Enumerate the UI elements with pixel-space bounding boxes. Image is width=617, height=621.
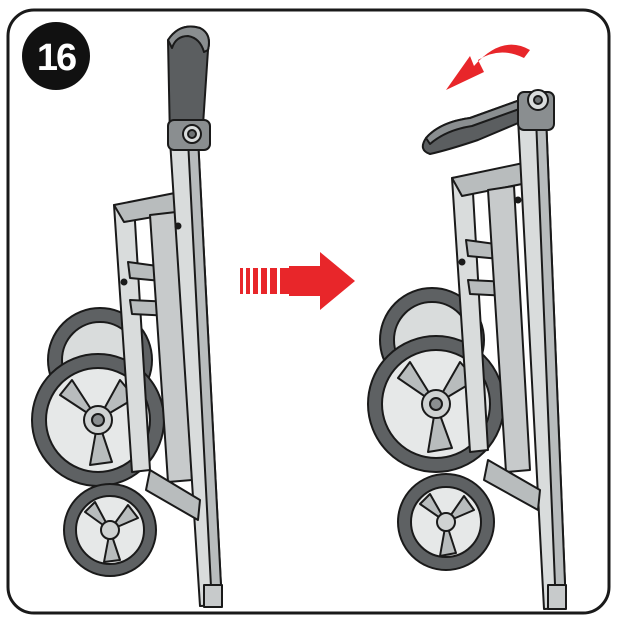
bottom-wheel-right [397, 473, 495, 571]
step-badge: 16 [22, 22, 90, 90]
curved-left-arrow-icon [446, 44, 530, 90]
stroller-before [31, 25, 223, 608]
step-number: 16 [37, 37, 76, 79]
stroller-after [367, 89, 567, 610]
red-right-arrow-icon [240, 252, 355, 310]
bottom-wheel-left [63, 483, 157, 577]
